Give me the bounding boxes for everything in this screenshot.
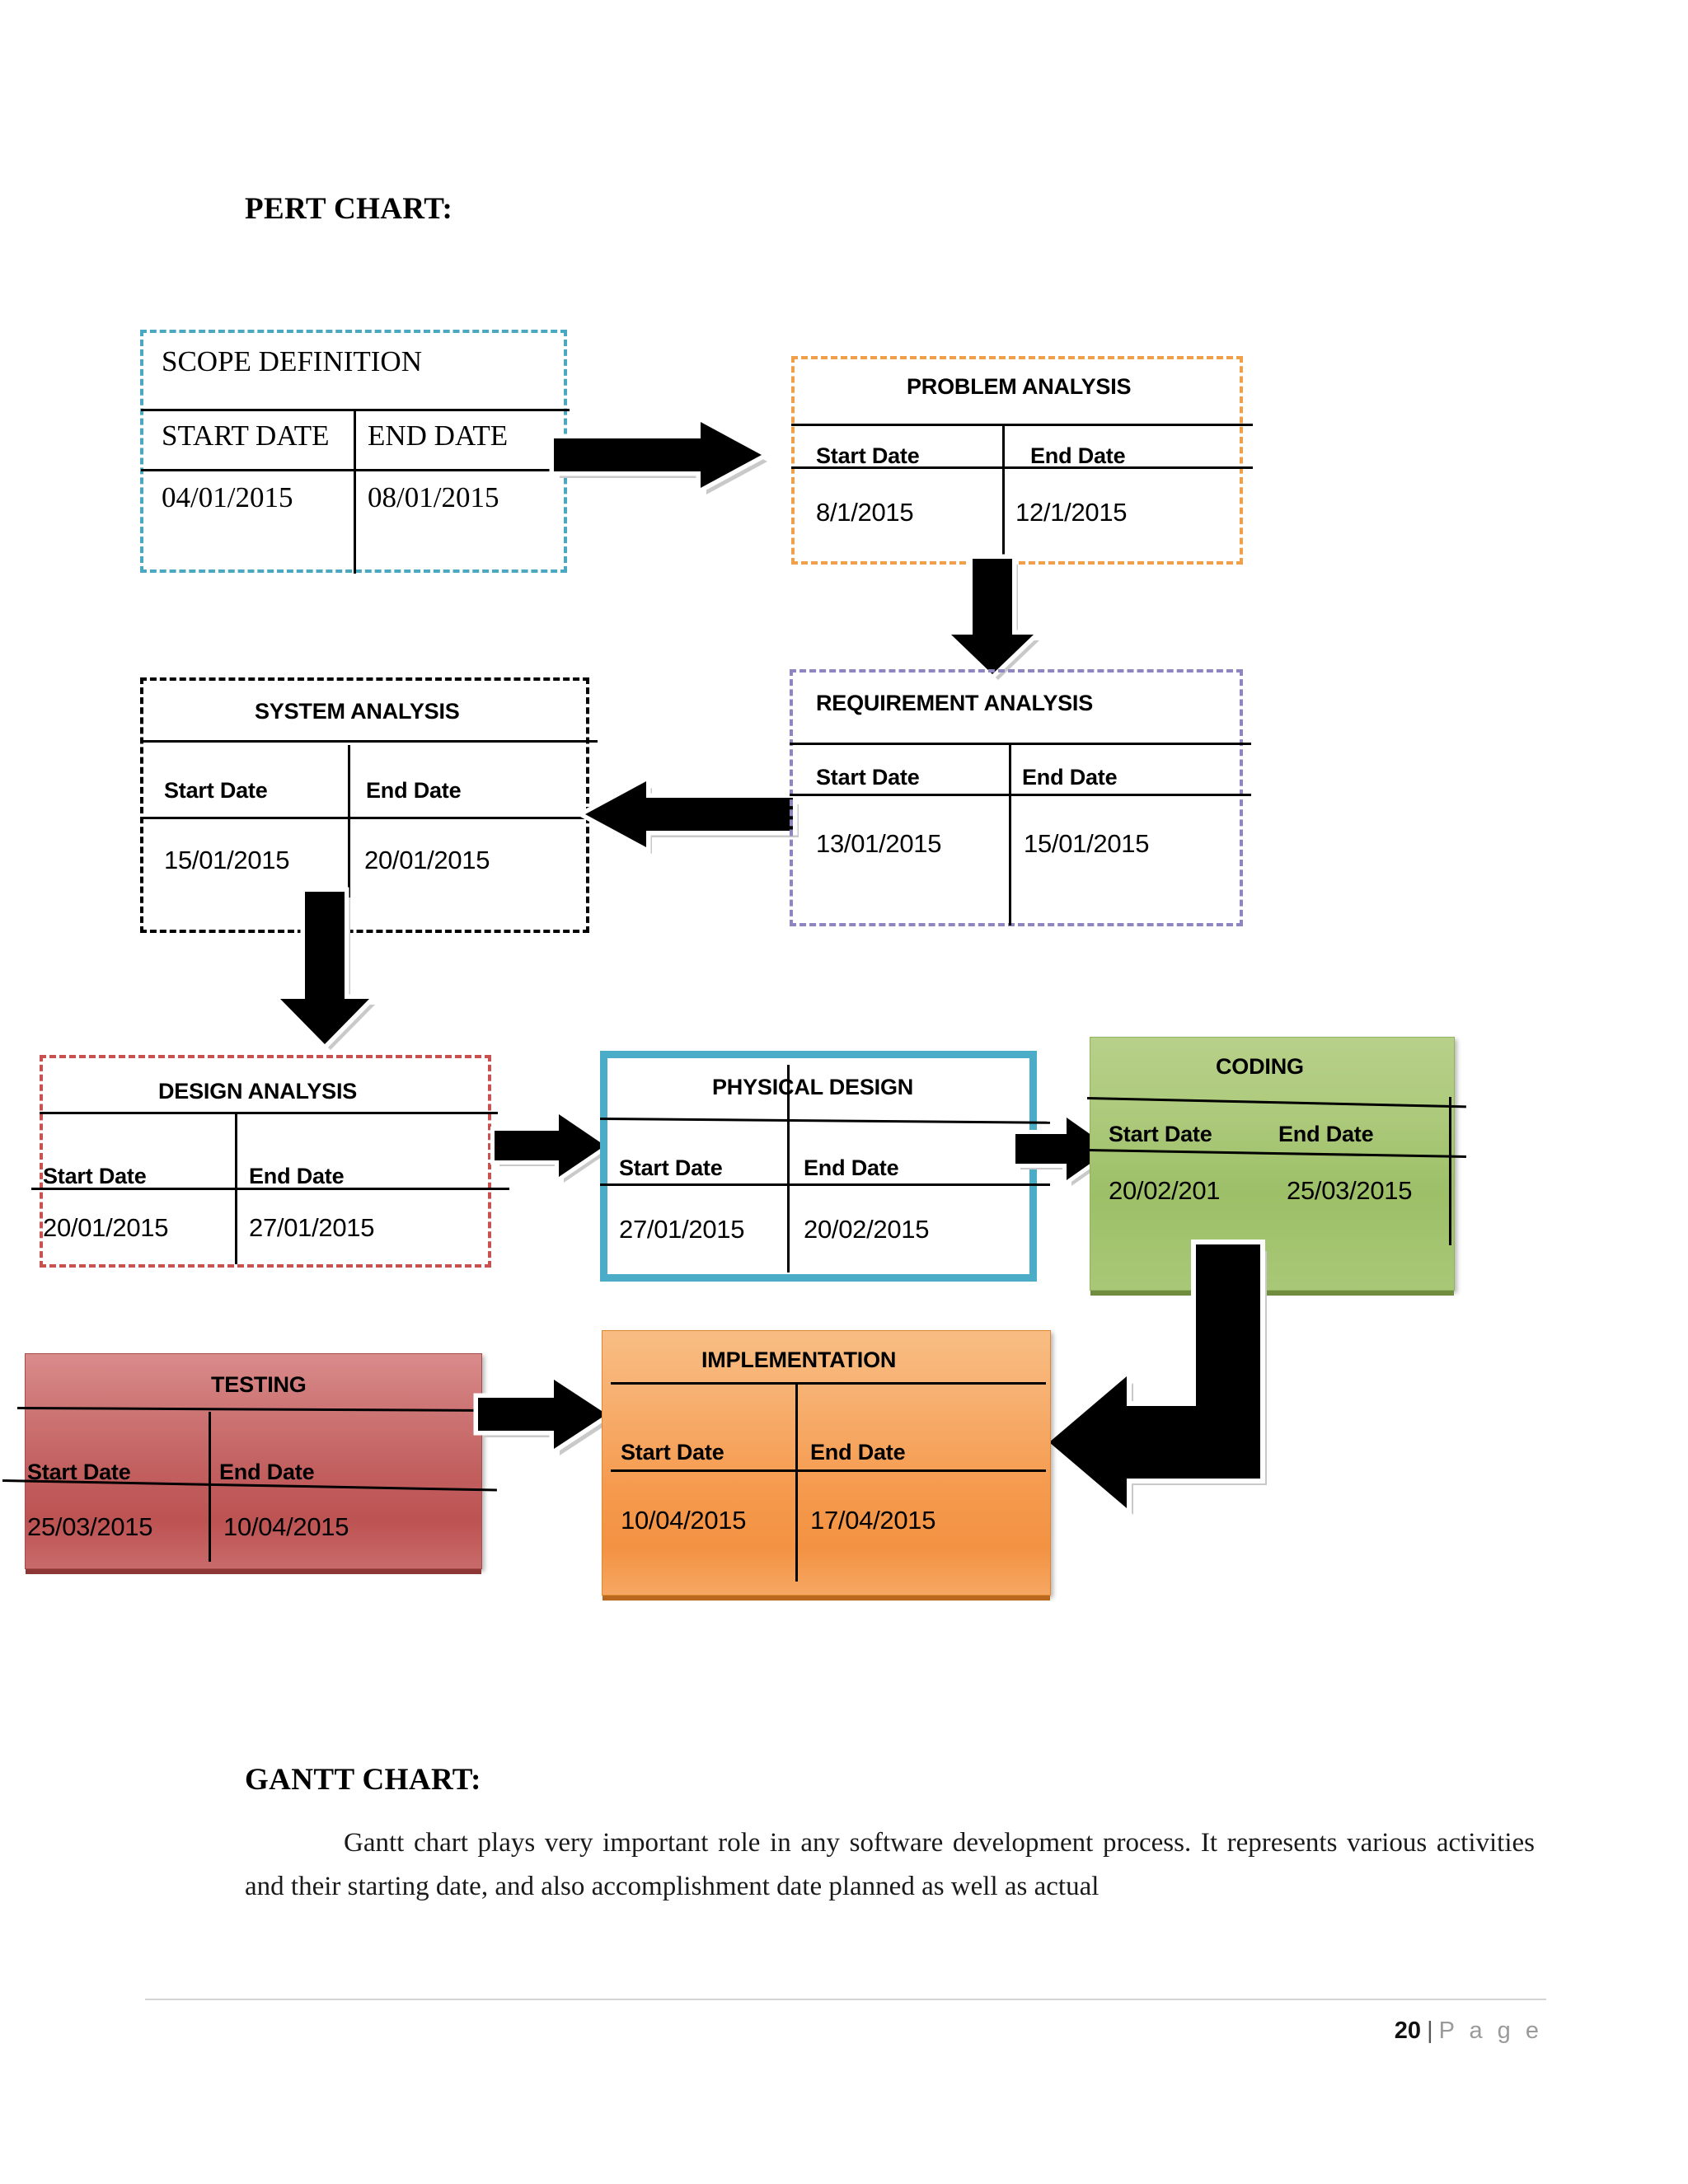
column-divider (354, 409, 356, 574)
node-problem-analysis: PROBLEM ANALYSIS Start Date End Date 8/1… (791, 356, 1253, 565)
end-date-value: 15/01/2015 (1024, 829, 1150, 858)
end-date-value: 20/02/2015 (804, 1215, 930, 1244)
node-system-analysis: SYSTEM ANALYSIS Start Date End Date 15/0… (140, 677, 598, 933)
end-date-label: End Date (249, 1164, 345, 1188)
column-divider (787, 1065, 790, 1272)
row-rule (31, 1188, 509, 1190)
node-title: SYSTEM ANALYSIS (255, 699, 460, 724)
node-physical-design: PHYSICAL DESIGN Start Date End Date 27/0… (599, 1051, 1050, 1282)
gantt-chart-heading: GANTT CHART: (245, 1763, 481, 1797)
start-date-value: 25/03/2015 (27, 1512, 153, 1541)
header-rule (140, 740, 598, 743)
header-rule (1086, 1097, 1466, 1108)
row-rule (600, 1183, 1050, 1186)
footer-page-number: 20 (1394, 2018, 1422, 2044)
start-date-value: 8/1/2015 (816, 498, 914, 527)
start-date-label: Start Date (816, 443, 920, 468)
start-date-value: 27/01/2015 (619, 1215, 745, 1244)
row-rule (791, 466, 1253, 469)
footer-page-indicator: 20|P a g e (1395, 2018, 1543, 2045)
header-rule (599, 1118, 1050, 1124)
end-date-label: End Date (366, 778, 462, 803)
arrow-scope-to-problem (549, 414, 775, 513)
end-date-label: End Date (810, 1440, 906, 1465)
node-title: PHYSICAL DESIGN (712, 1075, 914, 1099)
start-date-label: Start Date (619, 1155, 723, 1180)
node-title: IMPLEMENTATION (701, 1347, 897, 1372)
arrow-design-to-physical (490, 1106, 618, 1195)
start-date-label: Start Date (816, 765, 920, 790)
end-date-value: 25/03/2015 (1287, 1176, 1413, 1205)
column-divider (795, 1382, 798, 1582)
node-requirement-analysis: REQUIREMENT ANALYSIS Start Date End Date… (790, 669, 1251, 926)
end-date-value: 17/04/2015 (810, 1506, 936, 1535)
arrow-requirement-to-system (575, 773, 806, 878)
row-rule (611, 1469, 1046, 1472)
start-date-value: 10/04/2015 (621, 1506, 747, 1535)
footer-page-word: P a g e (1438, 2018, 1543, 2044)
start-date-value: 15/01/2015 (164, 846, 290, 874)
node-title: PROBLEM ANALYSIS (907, 374, 1132, 399)
footer-separator: | (1427, 2018, 1433, 2044)
arrow-testing-to-implementation (473, 1371, 622, 1467)
row-rule (140, 817, 598, 819)
start-date-value: 04/01/2015 (162, 481, 293, 513)
node-title: TESTING (211, 1372, 307, 1397)
start-date-label: START DATE (162, 419, 330, 452)
node-title: CODING (1216, 1054, 1304, 1079)
end-date-value: 27/01/2015 (249, 1213, 375, 1242)
node-design-analysis: DESIGN ANALYSIS Start Date End Date 20/0… (31, 1055, 509, 1268)
column-divider (235, 1114, 237, 1264)
header-rule (611, 1382, 1046, 1385)
arrow-coding-to-implementation (1041, 1240, 1323, 1541)
row-rule (1086, 1149, 1466, 1159)
header-rule (40, 1112, 498, 1114)
column-divider (348, 745, 350, 926)
node-implementation: IMPLEMENTATION Start Date End Date 10/04… (602, 1330, 1051, 1596)
node-scope-definition: SCOPE DEFINITION START DATE END DATE 04/… (140, 330, 570, 574)
node-testing: TESTING Start Date End Date 25/03/2015 1… (2, 1353, 497, 1569)
header-rule (16, 1407, 492, 1413)
start-date-label: Start Date (164, 778, 268, 803)
arrow-system-to-design (269, 887, 387, 1052)
arrow-problem-to-requirement (940, 554, 1055, 682)
node-title: SCOPE DEFINITION (162, 345, 422, 377)
end-date-value: 10/04/2015 (223, 1512, 349, 1541)
column-divider (1009, 743, 1011, 926)
start-date-value: 20/01/2015 (43, 1213, 169, 1242)
end-date-value: 12/1/2015 (1015, 498, 1128, 527)
end-date-value: 08/01/2015 (368, 481, 499, 513)
node-coding: CODING Start Date End Date 20/02/201 25/… (1086, 1037, 1466, 1291)
header-rule (791, 424, 1253, 426)
node-title: DESIGN ANALYSIS (158, 1079, 358, 1104)
row-rule (790, 794, 1251, 796)
pert-chart-heading: PERT CHART: (245, 192, 453, 226)
gantt-paragraph: Gantt chart plays very important role in… (245, 1828, 1535, 1902)
column-divider (1002, 424, 1005, 565)
start-date-label: Start Date (1109, 1122, 1212, 1146)
end-date-label: End Date (804, 1155, 899, 1180)
column-divider (1449, 1097, 1451, 1245)
end-date-label: END DATE (368, 419, 509, 452)
footer-divider (145, 1999, 1546, 2000)
column-divider (209, 1412, 211, 1562)
end-date-label: End Date (1022, 765, 1118, 790)
header-rule (790, 743, 1251, 745)
node-title: REQUIREMENT ANALYSIS (816, 691, 1094, 715)
end-date-label: End Date (1278, 1122, 1374, 1146)
end-date-label: End Date (1030, 443, 1126, 468)
start-date-value: 20/02/201 (1109, 1176, 1221, 1205)
start-date-value: 13/01/2015 (816, 829, 942, 858)
end-date-label: End Date (219, 1460, 315, 1484)
start-date-label: Start Date (43, 1164, 147, 1188)
end-date-value: 20/01/2015 (364, 846, 490, 874)
start-date-label: Start Date (621, 1440, 724, 1465)
